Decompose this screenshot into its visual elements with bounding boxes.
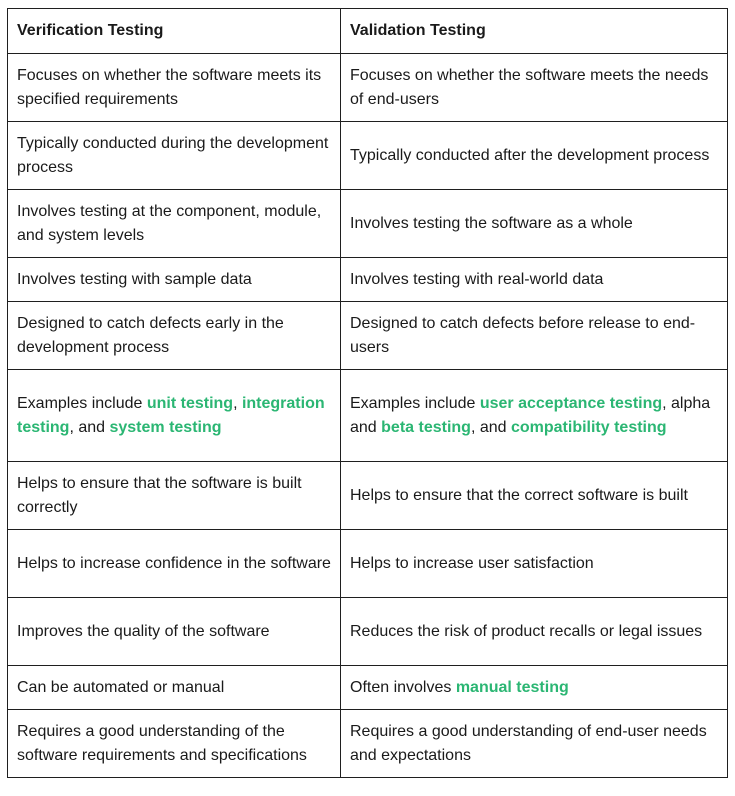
verification-cell: Designed to catch defects early in the d… bbox=[7, 301, 341, 370]
verification-cell: Helps to ensure that the software is bui… bbox=[7, 461, 341, 530]
examples-prefix: Examples include bbox=[350, 394, 480, 412]
validation-cell: Requires a good understanding of end-use… bbox=[340, 709, 728, 778]
table-row: Can be automated or manual Often involve… bbox=[7, 665, 728, 710]
table-row: Improves the quality of the software Red… bbox=[7, 597, 728, 666]
verification-cell: Helps to increase confidence in the soft… bbox=[7, 529, 341, 598]
often-involves-prefix: Often involves bbox=[350, 678, 456, 696]
header-validation-testing: Validation Testing bbox=[340, 8, 728, 54]
verification-cell: Typically conducted during the developme… bbox=[7, 121, 341, 190]
table-row: Examples include unit testing, integrati… bbox=[7, 369, 728, 462]
comparison-table-container: Verification Testing Validation Testing … bbox=[7, 8, 728, 778]
validation-cell: Typically conducted after the developmen… bbox=[340, 121, 728, 190]
table-row: Helps to ensure that the software is bui… bbox=[7, 461, 728, 530]
verification-cell: Focuses on whether the software meets it… bbox=[7, 53, 341, 122]
separator: , bbox=[233, 394, 242, 412]
examples-prefix: Examples include bbox=[17, 394, 147, 412]
validation-cell: Examples include user acceptance testing… bbox=[340, 369, 728, 462]
link-manual-testing[interactable]: manual testing bbox=[455, 678, 569, 696]
link-user-acceptance-testing[interactable]: user acceptance testing bbox=[479, 394, 663, 412]
link-compatibility-testing[interactable]: compatibility testing bbox=[510, 418, 667, 436]
table-row: Involves testing with sample data Involv… bbox=[7, 257, 728, 302]
link-system-testing[interactable]: system testing bbox=[109, 418, 222, 436]
table-row: Involves testing at the component, modul… bbox=[7, 189, 728, 258]
link-beta-testing[interactable]: beta testing bbox=[381, 418, 471, 436]
verification-cell: Improves the quality of the software bbox=[7, 597, 341, 666]
table-row: Focuses on whether the software meets it… bbox=[7, 53, 728, 122]
validation-cell: Involves testing with real-world data bbox=[340, 257, 728, 302]
comparison-table: Verification Testing Validation Testing … bbox=[7, 8, 728, 778]
verification-cell: Can be automated or manual bbox=[7, 665, 341, 710]
table-row: Designed to catch defects early in the d… bbox=[7, 301, 728, 370]
table-row: Typically conducted during the developme… bbox=[7, 121, 728, 190]
table-header-row: Verification Testing Validation Testing bbox=[7, 8, 728, 54]
link-unit-testing[interactable]: unit testing bbox=[146, 394, 234, 412]
verification-cell: Involves testing at the component, modul… bbox=[7, 189, 341, 258]
table-row: Helps to increase confidence in the soft… bbox=[7, 529, 728, 598]
validation-cell: Helps to increase user satisfaction bbox=[340, 529, 728, 598]
validation-cell: Designed to catch defects before release… bbox=[340, 301, 728, 370]
separator: , and bbox=[470, 418, 511, 436]
separator: , alpha and bbox=[350, 394, 711, 436]
link-integration-testing[interactable]: integration testing bbox=[17, 394, 325, 436]
table-row: Requires a good understanding of the sof… bbox=[7, 709, 728, 778]
verification-cell: Examples include unit testing, integrati… bbox=[7, 369, 341, 462]
validation-cell: Involves testing the software as a whole bbox=[340, 189, 728, 258]
verification-cell: Involves testing with sample data bbox=[7, 257, 341, 302]
validation-cell: Helps to ensure that the correct softwar… bbox=[340, 461, 728, 530]
validation-cell: Focuses on whether the software meets th… bbox=[340, 53, 728, 122]
separator: , and bbox=[69, 418, 110, 436]
verification-cell: Requires a good understanding of the sof… bbox=[7, 709, 341, 778]
header-verification-testing: Verification Testing bbox=[7, 8, 341, 54]
validation-cell: Reduces the risk of product recalls or l… bbox=[340, 597, 728, 666]
validation-cell: Often involves manual testing bbox=[340, 665, 728, 710]
